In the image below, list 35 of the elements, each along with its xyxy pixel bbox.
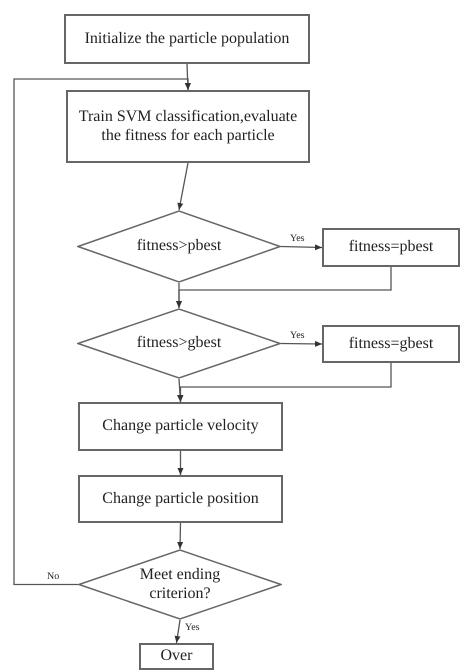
edge-label: No xyxy=(46,572,60,582)
process-box xyxy=(64,14,310,64)
box-label: fitness=pbest xyxy=(348,238,434,257)
edge-label: Yes xyxy=(184,623,201,633)
arrow xyxy=(178,363,392,402)
box-label: Train SVM classification,evaluate the fitness for each particle xyxy=(78,108,298,145)
decision-diamond xyxy=(77,308,281,379)
arrow xyxy=(177,162,189,210)
arrow xyxy=(184,64,191,90)
arrow xyxy=(177,378,184,402)
process-box xyxy=(322,325,460,363)
box-label: Change particle velocity xyxy=(101,417,260,436)
box-label: fitness=gbest xyxy=(348,334,434,354)
process-box xyxy=(322,228,460,267)
arrow xyxy=(13,78,191,586)
process-box xyxy=(78,475,283,523)
edge-label: Yes xyxy=(289,331,306,341)
decision-diamond xyxy=(78,549,282,620)
process-box xyxy=(78,402,283,451)
arrow xyxy=(280,244,322,250)
arrow xyxy=(281,340,322,347)
decision-diamond xyxy=(77,210,281,283)
box-label: Change particle position xyxy=(101,490,260,508)
process-box xyxy=(66,90,310,163)
box-label: Meet ending criterion? xyxy=(138,566,222,603)
box-label: Over xyxy=(160,647,194,666)
box-label: Initialize the particle population xyxy=(84,30,290,48)
edge-label: Yes xyxy=(289,234,306,244)
process-box xyxy=(139,643,214,670)
box-label: fitness>gbest xyxy=(136,334,222,353)
arrow xyxy=(176,283,182,308)
box-label: fitness>pbest xyxy=(136,237,222,256)
arrow xyxy=(178,451,184,475)
arrow xyxy=(177,522,184,550)
arrow xyxy=(174,620,181,644)
